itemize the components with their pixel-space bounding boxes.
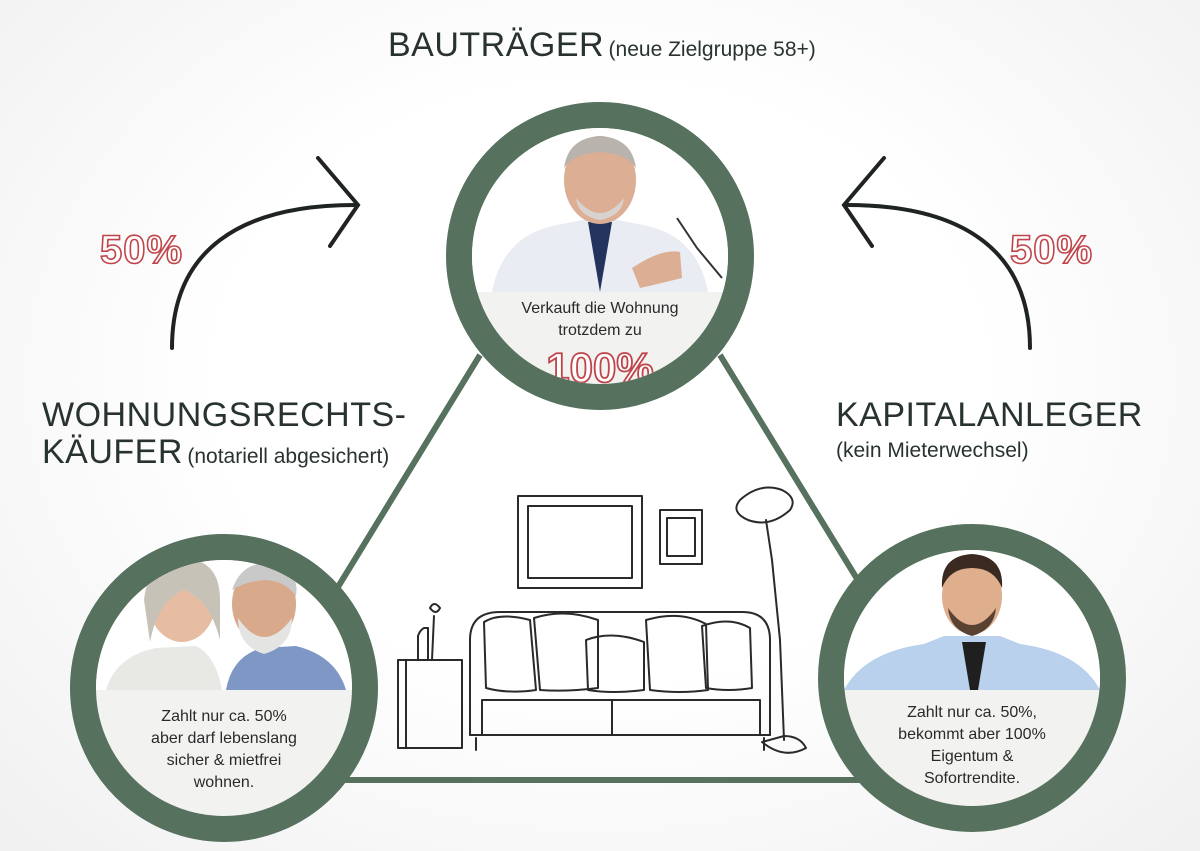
connector-top-left [327, 353, 483, 602]
left-node-wohnungsrechtskaeufer: Zahlt nur ca. 50% aber darf lebenslang s… [70, 534, 378, 842]
arrow-left-icon [170, 156, 361, 350]
left-caption-line-1: Zahlt nur ca. 50% [161, 708, 287, 725]
right-caption-line-1: Zahlt nur ca. 50%, [907, 704, 1037, 721]
top-caption: Verkauft die Wohnung trotzdem zu 100% [472, 298, 728, 391]
left-title-line2-sub: (notariell abgesichert) [187, 445, 390, 468]
right-percentage: 50% [1009, 227, 1094, 273]
left-caption: Zahlt nur ca. 50% aber darf lebenslang s… [96, 706, 352, 794]
left-caption-line-3: sicher & mietfrei [166, 752, 282, 769]
top-caption-line-2: trotzdem zu [558, 322, 642, 339]
arrow-right-icon [841, 156, 1032, 350]
right-title-sub: (kein Mieterwechsel) [836, 439, 1029, 462]
left-caption-line-4: wohnen. [193, 774, 255, 791]
senior-couple-icon [96, 560, 352, 690]
top-title: BAUTRÄGER (neue Zielgruppe 58+) [388, 26, 816, 65]
right-title-main: KAPITALANLEGER [836, 396, 1143, 434]
left-title-line2-main: KÄUFER [42, 433, 183, 471]
left-title-line1: WOHNUNGSRECHTS- [42, 396, 407, 434]
top-title-main: BAUTRÄGER [388, 26, 605, 64]
left-percentage: 50% [99, 227, 184, 273]
living-room-sketch-icon [397, 486, 807, 754]
right-caption: Zahlt nur ca. 50%, bekommt aber 100% Eig… [844, 702, 1100, 790]
young-businessman-icon [844, 550, 1100, 690]
right-title: KAPITALANLEGER (kein Mieterwechsel) [836, 396, 1143, 463]
right-caption-line-3: Eigentum & [930, 748, 1014, 765]
right-caption-line-4: Sofortrendite. [923, 770, 1021, 787]
left-caption-line-2: aber darf lebenslang [151, 730, 297, 747]
top-title-sub: (neue Zielgruppe 58+) [608, 38, 816, 61]
top-node-bautraeger: Verkauft die Wohnung trotzdem zu 100% [446, 102, 754, 410]
right-caption-line-2: bekommt aber 100% [898, 726, 1046, 743]
businessman-with-glasses-icon [472, 128, 728, 292]
top-caption-line-1: Verkauft die Wohnung [521, 300, 679, 317]
left-title: WOHNUNGSRECHTS- KÄUFER (notariell abgesi… [42, 396, 406, 472]
top-caption-percentage: 100% [545, 343, 654, 391]
right-node-kapitalanleger: Zahlt nur ca. 50%, bekommt aber 100% Eig… [818, 524, 1126, 832]
